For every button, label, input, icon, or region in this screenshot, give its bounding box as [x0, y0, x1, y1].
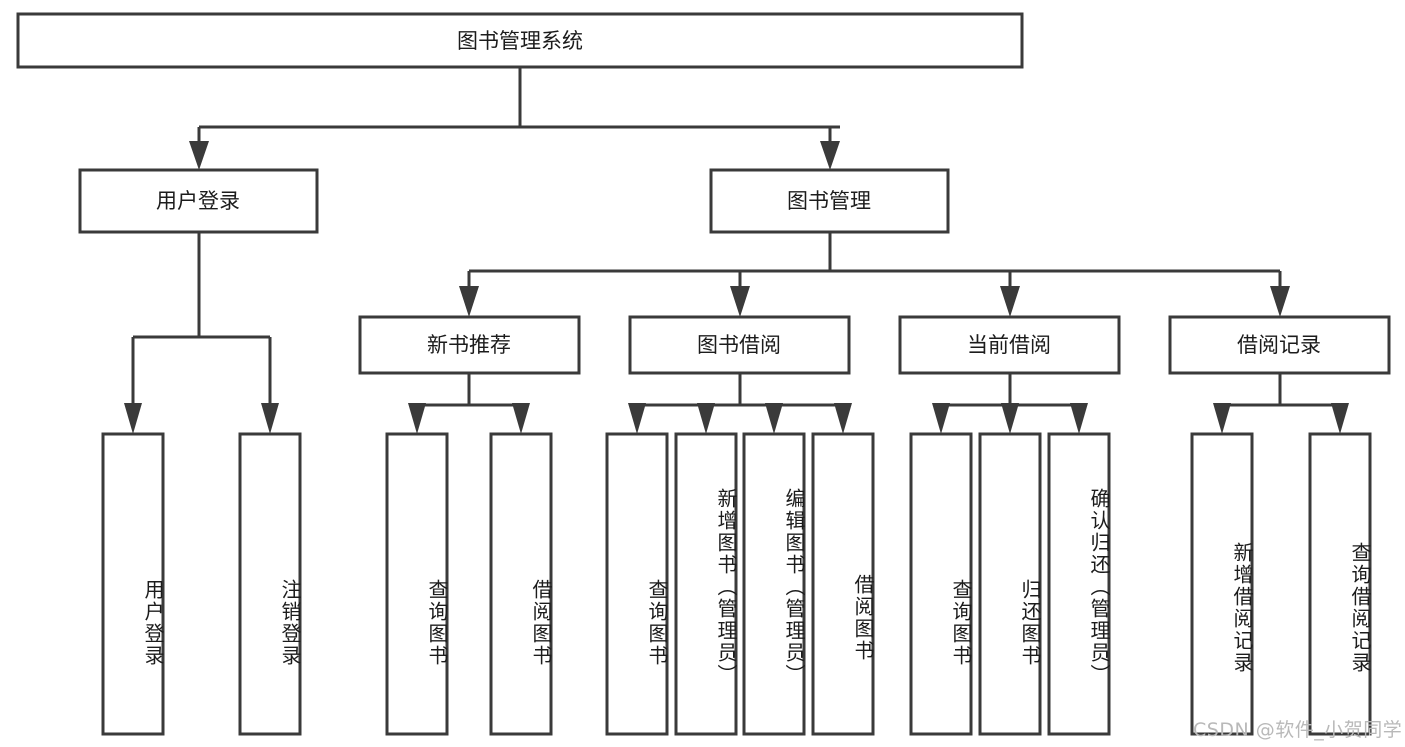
- arrow-head-icon: [261, 403, 279, 434]
- arrow-head-icon: [628, 403, 646, 434]
- node-book-borrow-label: 图书借阅: [697, 333, 781, 357]
- node-user-login[interactable]: 用户登录: [78, 168, 319, 234]
- arrow-head-icon: [189, 141, 209, 170]
- arrow-head-icon: [459, 286, 479, 317]
- node-root[interactable]: 图书管理系统: [16, 12, 1024, 69]
- leaf-box-edit-book-admin[interactable]: [742, 432, 806, 736]
- connector-borrow-to-leaves: [628, 373, 852, 434]
- leaf-box-borrow-book-2[interactable]: [811, 432, 875, 736]
- node-book-management-label: 图书管理: [787, 189, 871, 213]
- connector-newbook-to-leaves: [408, 373, 530, 434]
- node-book-borrow-box[interactable]: [628, 315, 851, 375]
- node-book-management-box[interactable]: [709, 168, 950, 234]
- node-current-borrow[interactable]: 当前借阅: [898, 315, 1121, 375]
- node-new-book-recommend-box[interactable]: [358, 315, 581, 375]
- leaf-box-confirm-return-admin[interactable]: [1047, 432, 1111, 736]
- arrow-head-icon: [1070, 403, 1088, 434]
- leaf-nodes: [101, 432, 1372, 736]
- arrow-head-icon: [697, 403, 715, 434]
- arrow-head-icon: [1213, 403, 1231, 434]
- leaf-box-logout[interactable]: [238, 432, 302, 736]
- leaf-box-user-login[interactable]: [101, 432, 165, 736]
- arrow-head-icon: [1001, 403, 1019, 434]
- leaf-box-add-book-admin[interactable]: [674, 432, 738, 736]
- node-book-borrow[interactable]: 图书借阅: [628, 315, 851, 375]
- arrow-head-icon: [1270, 286, 1290, 317]
- arrow-head-icon: [730, 286, 750, 317]
- arrow-head-icon: [820, 141, 840, 170]
- leaf-box-query-record[interactable]: [1308, 432, 1372, 736]
- node-borrow-record-label: 借阅记录: [1237, 333, 1321, 357]
- node-user-login-box[interactable]: [78, 168, 319, 234]
- leaf-box-add-record[interactable]: [1190, 432, 1254, 736]
- leaf-box-borrow-book-1[interactable]: [489, 432, 553, 736]
- connector-root-to-level2: [189, 67, 840, 170]
- arrow-head-icon: [765, 403, 783, 434]
- leaf-box-return-book[interactable]: [978, 432, 1042, 736]
- node-root-label: 图书管理系统: [457, 29, 583, 53]
- arrow-head-icon: [932, 403, 950, 434]
- csdn-watermark: CSDN @软件_小贺同学: [1193, 719, 1403, 741]
- connector-userlogin-to-leaves: [124, 232, 279, 434]
- arrow-head-icon: [834, 403, 852, 434]
- node-root-box[interactable]: [16, 12, 1024, 69]
- node-new-book-recommend-label: 新书推荐: [427, 333, 511, 357]
- leaf-box-query-book-1[interactable]: [385, 432, 449, 736]
- arrow-head-icon: [512, 403, 530, 434]
- arrow-head-icon: [1331, 403, 1349, 434]
- leaf-box-query-book-2[interactable]: [605, 432, 669, 736]
- connector-current-to-leaves: [932, 373, 1088, 434]
- leaf-box-query-book-3[interactable]: [909, 432, 973, 736]
- node-borrow-record[interactable]: 借阅记录: [1168, 315, 1391, 375]
- arrow-head-icon: [124, 403, 142, 434]
- connector-bookmgmt-to-level3: [459, 232, 1290, 317]
- arrow-head-icon: [1000, 286, 1020, 317]
- node-new-book-recommend[interactable]: 新书推荐: [358, 315, 581, 375]
- node-current-borrow-box[interactable]: [898, 315, 1121, 375]
- connector-record-to-leaves: [1213, 373, 1349, 434]
- arrow-head-icon: [408, 403, 426, 434]
- node-book-management[interactable]: 图书管理: [709, 168, 950, 234]
- node-current-borrow-label: 当前借阅: [967, 333, 1051, 357]
- node-borrow-record-box[interactable]: [1168, 315, 1391, 375]
- node-user-login-label: 用户登录: [156, 189, 240, 213]
